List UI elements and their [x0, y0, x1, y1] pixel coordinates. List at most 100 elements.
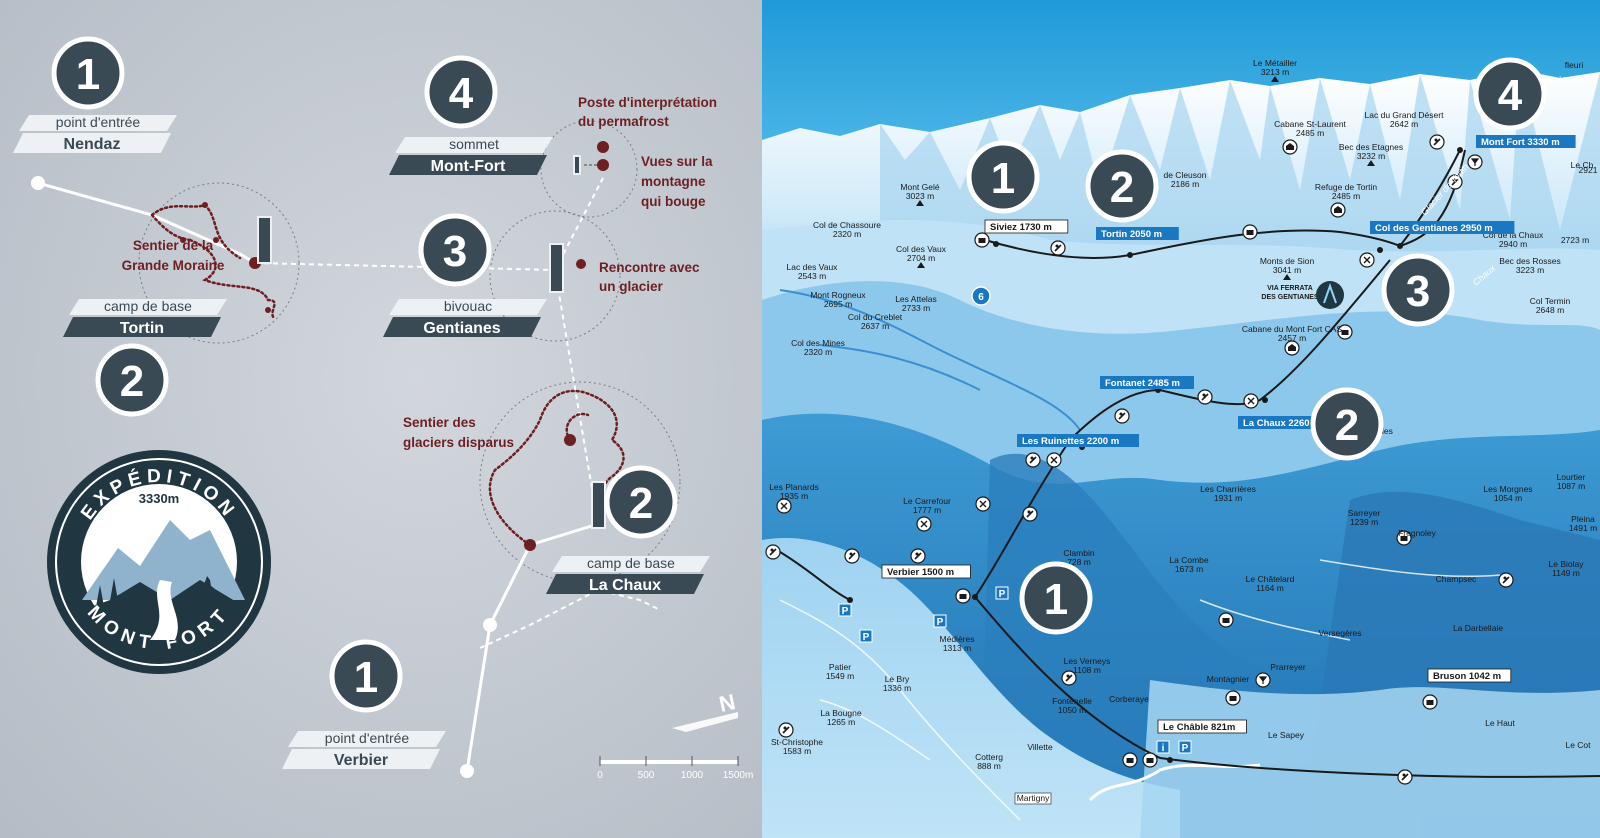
stage-place-5: La Chaux — [589, 577, 661, 594]
svg-text:Cabane du Mont Fort CAS: Cabane du Mont Fort CAS — [1242, 324, 1342, 334]
svg-text:Villette: Villette — [1027, 742, 1053, 752]
svg-text:1777 m: 1777 m — [913, 505, 941, 515]
station-labels: Siviez 1730 m Tortin 2050 m Mont Fort 3330… — [881, 135, 1576, 734]
svg-text:Corberaye: Corberaye — [1109, 694, 1149, 704]
svg-text:Mont Fort 3330 m: Mont Fort 3330 m — [1481, 137, 1560, 148]
left-cable-dashed — [254, 177, 661, 649]
svg-text:1336 m: 1336 m — [883, 683, 911, 693]
restaurant-icon — [776, 498, 792, 514]
svg-text:2320 m: 2320 m — [833, 229, 861, 239]
svg-text:Fregnoley: Fregnoley — [1398, 528, 1437, 538]
lift-icon — [1050, 240, 1066, 256]
svg-text:1673 m: 1673 m — [1175, 564, 1203, 574]
svg-text:Le Cot: Le Cot — [1565, 740, 1591, 750]
poi-grande-moraine-2: Grande Moraine — [122, 258, 225, 273]
lift-icon — [1025, 452, 1041, 468]
stage-kind-3: bivouac — [444, 298, 492, 314]
svg-text:888 m: 888 m — [977, 761, 1001, 771]
station-2[interactable]: Tortin 2050 m — [1096, 227, 1179, 240]
stage-kind-4: sommet — [449, 136, 499, 152]
svg-text:1054 m: 1054 m — [1494, 493, 1522, 503]
lift-icon — [910, 548, 926, 564]
svg-text:La Chaux 2260 m: La Chaux 2260 m — [1243, 418, 1321, 429]
right-stage-number-5: 2 — [1310, 387, 1384, 461]
place-6: Montagnier — [1207, 674, 1250, 684]
svg-text:4: 4 — [1498, 71, 1523, 120]
svg-text:La Darbellaie: La Darbellaie — [1453, 623, 1503, 633]
place-1: Fregnoley — [1398, 528, 1437, 538]
svg-text:Col de Chassoure: Col de Chassoure — [813, 220, 881, 230]
station-10[interactable]: Bruson 1042 m — [1427, 668, 1512, 683]
svg-text:Col des Mines: Col des Mines — [791, 338, 845, 348]
station-3[interactable]: Mont Fort 3330 m — [1476, 135, 1576, 148]
hut-icon — [1282, 139, 1298, 155]
svg-text:1935 m: 1935 m — [780, 491, 808, 501]
station-8[interactable]: Verbier 1500 m — [881, 564, 971, 579]
station-5[interactable]: Fontanet 2485 m — [1100, 376, 1194, 389]
stage-place-6: Verbier — [334, 752, 388, 769]
peak-38: 2921 — [1579, 165, 1598, 175]
north-arrow-icon: N — [672, 689, 738, 732]
station-6[interactable]: La Chaux 2260 m — [1238, 416, 1332, 429]
svg-text:2485 m: 2485 m — [1296, 128, 1324, 138]
intermediate-dot — [483, 618, 497, 632]
svg-text:Fontanet 2485 m: Fontanet 2485 m — [1105, 378, 1180, 389]
svg-text:3023 m: 3023 m — [906, 191, 934, 201]
svg-text:Lourtier: Lourtier — [1557, 472, 1586, 482]
svg-text:2723 m: 2723 m — [1561, 235, 1589, 245]
left-stage-number-3: 3 — [418, 213, 492, 287]
right-stage-number-4: 3 — [1381, 253, 1455, 327]
right-stage-number-3: 4 — [1473, 57, 1547, 131]
lift-icon — [1114, 408, 1130, 424]
via-ferrata-2: DES GENTIANES — [1261, 294, 1319, 301]
via-ferrata: VIA FERRATA DES GENTIANES — [1261, 281, 1344, 309]
svg-text:Versegères: Versegères — [1319, 628, 1362, 638]
poi-glaciers-disparus-2: glaciers disparus — [403, 435, 514, 450]
svg-text:1164 m: 1164 m — [1256, 583, 1284, 593]
stage-place-3: Gentianes — [423, 320, 500, 337]
station-7[interactable]: Les Ruinettes 2200 m — [1017, 434, 1139, 447]
svg-text:2733 m: 2733 m — [902, 303, 930, 313]
svg-text:Lac des Vaux: Lac des Vaux — [787, 262, 839, 272]
scale-bar: 0 500 1000 1500m — [597, 756, 753, 781]
svg-text:Siviez 1730 m: Siviez 1730 m — [990, 222, 1052, 233]
poi-permafrost-1: Poste d'interprétation — [578, 95, 717, 110]
svg-text:i: i — [1162, 743, 1165, 754]
svg-text:1050 m: 1050 m — [1058, 705, 1086, 715]
svg-text:P: P — [1182, 743, 1189, 754]
svg-text:2695 m: 2695 m — [824, 299, 852, 309]
station-9[interactable]: Le Châble 821m — [1157, 719, 1247, 734]
place-5: Prarreyer — [1270, 662, 1306, 672]
svg-text:St-Christophe: St-Christophe — [771, 737, 823, 747]
poi-glacier-1: Rencontre avec — [599, 260, 700, 275]
bar-icon — [1255, 672, 1271, 688]
svg-text:Fontenelle: Fontenelle — [1052, 696, 1092, 706]
place-2: Champsec — [1436, 574, 1477, 584]
via-ferrata-1: VIA FERRATA — [1267, 285, 1313, 292]
gondola-icon — [955, 588, 971, 604]
left-stage-number-1: 1 — [51, 36, 125, 110]
svg-text:P: P — [999, 589, 1006, 600]
place-13: des — [1379, 426, 1393, 436]
lift-icon — [778, 722, 794, 738]
svg-text:Col des Vaux: Col des Vaux — [896, 244, 947, 254]
svg-text:1: 1 — [991, 154, 1015, 203]
svg-text:2: 2 — [120, 357, 144, 406]
station-4[interactable]: Col des Gentianes 2950 m — [1370, 221, 1515, 234]
station-1[interactable]: Siviez 1730 m — [984, 219, 1069, 234]
svg-text:2: 2 — [1110, 163, 1134, 212]
svg-text:Prarreyer: Prarreyer — [1270, 662, 1306, 672]
